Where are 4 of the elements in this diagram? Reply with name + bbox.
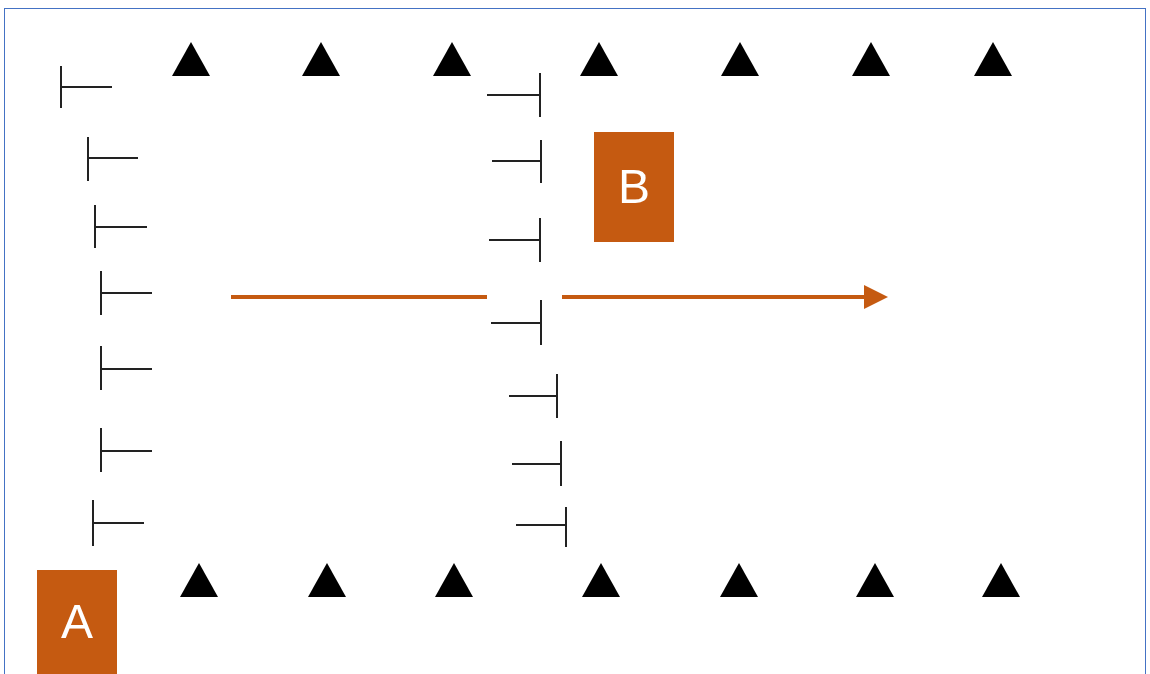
box-letter: A [61, 598, 93, 646]
label-box [594, 132, 674, 242]
label-box [37, 570, 117, 674]
box-letter: B [618, 163, 650, 211]
